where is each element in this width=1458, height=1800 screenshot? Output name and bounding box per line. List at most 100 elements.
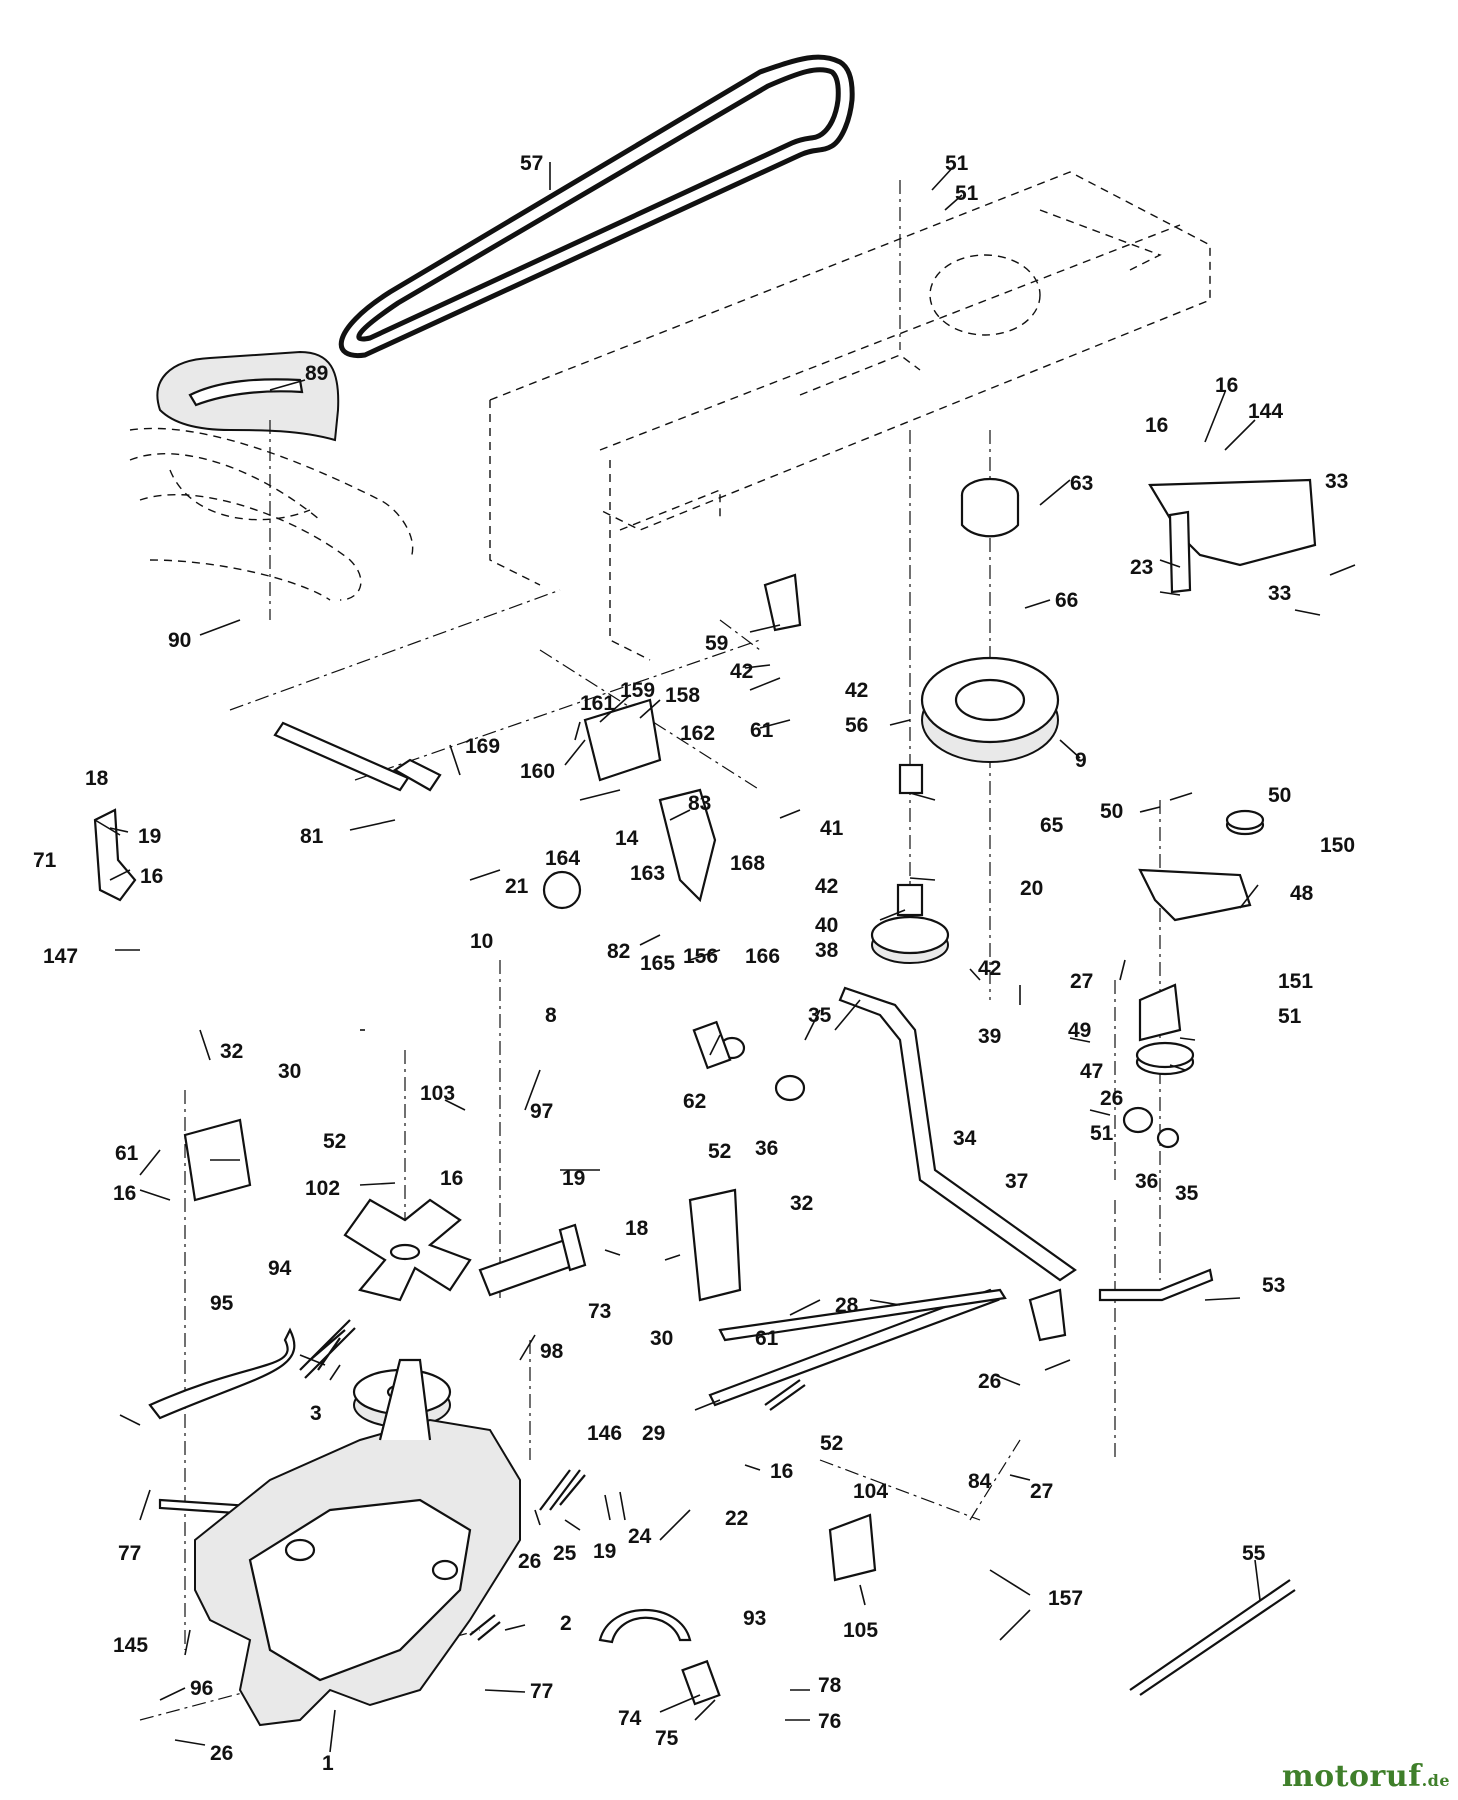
callout-61: 61	[750, 719, 774, 742]
callout-146: 146	[587, 1422, 622, 1445]
callout-95: 95	[210, 1292, 234, 1315]
seat-outline	[129, 427, 414, 601]
callout-27: 27	[1070, 970, 1093, 993]
callout-66: 66	[1055, 589, 1078, 612]
callout-159: 159	[620, 679, 655, 702]
callout-22: 22	[725, 1507, 748, 1530]
callout-61: 61	[755, 1327, 779, 1350]
callout-56: 56	[845, 714, 868, 737]
callout-50: 50	[1100, 800, 1123, 823]
callout-10: 10	[470, 930, 493, 953]
callout-16: 16	[440, 1167, 463, 1190]
callout-161: 161	[580, 692, 615, 715]
callout-77: 77	[530, 1680, 553, 1703]
callout-82: 82	[607, 940, 630, 963]
drive-belt	[338, 54, 855, 359]
callout-26: 26	[978, 1370, 1001, 1393]
watermark-brand: motoruf	[1281, 1759, 1422, 1794]
callout-81: 81	[300, 825, 324, 848]
callout-26: 26	[518, 1550, 541, 1573]
callout-73: 73	[588, 1300, 611, 1323]
callout-21: 21	[505, 875, 529, 898]
callout-33: 33	[1325, 470, 1348, 493]
callout-169: 169	[465, 735, 500, 758]
callout-1: 1	[322, 1752, 334, 1775]
callout-19: 19	[562, 1167, 585, 1190]
callout-18: 18	[625, 1217, 649, 1240]
callout-53: 53	[1262, 1274, 1285, 1297]
callout-19: 19	[593, 1540, 616, 1563]
callout-52: 52	[820, 1432, 843, 1455]
callout-16: 16	[770, 1460, 793, 1483]
callout-50: 50	[1268, 784, 1291, 807]
callout-36: 36	[1135, 1170, 1158, 1193]
callout-55: 55	[1242, 1542, 1266, 1565]
callout-74: 74	[618, 1707, 642, 1730]
callout-16: 16	[1145, 414, 1168, 437]
callout-25: 25	[553, 1542, 577, 1565]
cooling-fan	[343, 1198, 472, 1302]
callout-30: 30	[278, 1060, 301, 1083]
callout-97: 97	[530, 1100, 553, 1123]
callout-156: 156	[683, 945, 718, 968]
callout-84: 84	[968, 1470, 992, 1493]
callout-16: 16	[1215, 374, 1238, 397]
callout-35: 35	[808, 1004, 832, 1027]
callout-37: 37	[1005, 1170, 1028, 1193]
callout-57: 57	[520, 152, 543, 175]
callout-158: 158	[665, 684, 700, 707]
springs-and-hardware	[299, 763, 1296, 1706]
callout-52: 52	[323, 1130, 346, 1153]
callout-42: 42	[978, 957, 1001, 980]
callout-98: 98	[540, 1340, 564, 1363]
callout-38: 38	[815, 939, 839, 962]
callout-93: 93	[743, 1607, 766, 1630]
callout-47: 47	[1080, 1060, 1103, 1083]
callout-26: 26	[210, 1742, 233, 1765]
rods-and-shafts	[148, 721, 1214, 1520]
callout-41: 41	[820, 817, 844, 840]
callout-104: 104	[853, 1480, 888, 1503]
callout-29: 29	[642, 1422, 665, 1445]
callout-30: 30	[650, 1327, 673, 1350]
callout-89: 89	[305, 362, 328, 385]
callout-52: 52	[708, 1140, 731, 1163]
callout-51: 51	[955, 182, 979, 205]
callout-61: 61	[115, 1142, 139, 1165]
tractor-frame	[489, 171, 1211, 661]
callout-145: 145	[113, 1634, 148, 1657]
callout-9: 9	[1075, 749, 1087, 772]
callout-23: 23	[1130, 556, 1153, 579]
callout-90: 90	[168, 629, 191, 652]
callout-62: 62	[683, 1090, 706, 1113]
callout-34: 34	[953, 1127, 977, 1150]
callout-105: 105	[843, 1619, 878, 1642]
callout-33: 33	[1268, 582, 1291, 605]
callout-40: 40	[815, 914, 838, 937]
callout-labels: 57 51 51 89 63 16 144 16 33 23 33 66 59 …	[33, 152, 1355, 1775]
callout-19: 19	[138, 825, 161, 848]
callout-3: 3	[310, 1402, 322, 1425]
callout-32: 32	[790, 1192, 813, 1215]
callout-76: 76	[818, 1710, 841, 1733]
callout-42: 42	[845, 679, 868, 702]
callout-36: 36	[755, 1137, 778, 1160]
callout-51: 51	[1278, 1005, 1302, 1028]
callout-75: 75	[655, 1727, 679, 1750]
callout-151: 151	[1278, 970, 1313, 993]
callout-24: 24	[628, 1525, 652, 1548]
callout-59: 59	[705, 632, 728, 655]
callout-18: 18	[85, 767, 109, 790]
callout-77: 77	[118, 1542, 141, 1565]
callout-27: 27	[1030, 1480, 1053, 1503]
callout-83: 83	[688, 792, 711, 815]
callout-51: 51	[945, 152, 969, 175]
callout-8: 8	[545, 1004, 557, 1027]
watermark-tld: .de	[1421, 1771, 1450, 1790]
callout-20: 20	[1020, 877, 1043, 900]
callout-144: 144	[1248, 400, 1283, 423]
callout-28: 28	[835, 1294, 859, 1317]
callout-157: 157	[1048, 1587, 1083, 1610]
callout-65: 65	[1040, 814, 1064, 837]
